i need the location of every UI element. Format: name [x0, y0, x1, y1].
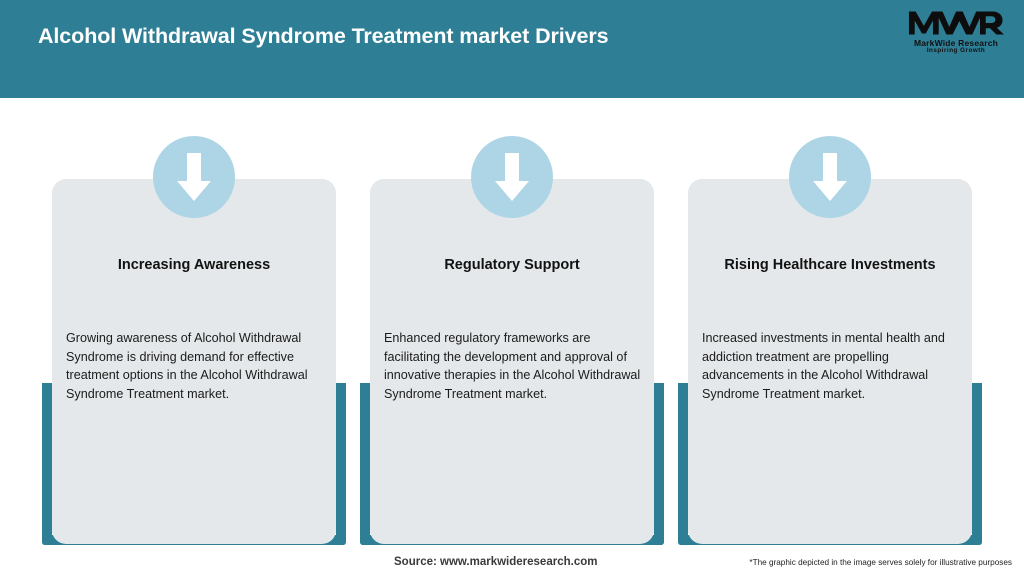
- down-arrow-icon: [813, 153, 847, 201]
- drivers-card-region: Increasing Awareness Growing awareness o…: [0, 98, 1024, 576]
- footer-disclaimer: *The graphic depicted in the image serve…: [749, 558, 1012, 567]
- card-body: Enhanced regulatory frameworks are facil…: [384, 331, 641, 401]
- card-icon-circle: [471, 136, 553, 218]
- brand-name: MarkWide Research: [913, 38, 999, 48]
- card-icon-circle: [153, 136, 235, 218]
- card-body: Growing awareness of Alcohol Withdrawal …: [66, 331, 308, 401]
- driver-card-1[interactable]: Increasing Awareness Growing awareness o…: [42, 98, 362, 548]
- mwr-logo-icon: [908, 11, 1004, 35]
- card-body: Increased investments in mental health a…: [702, 331, 945, 401]
- card-panel: Increasing Awareness Growing awareness o…: [52, 179, 336, 544]
- driver-card-3[interactable]: Rising Healthcare Investments Increased …: [678, 98, 998, 548]
- header-bar: [0, 0, 1024, 98]
- driver-card-2[interactable]: Regulatory Support Enhanced regulatory f…: [360, 98, 680, 548]
- card-title: Rising Healthcare Investments: [724, 257, 936, 273]
- card-title: Regulatory Support: [444, 257, 580, 273]
- footer-source: Source: www.markwideresearch.com: [394, 556, 598, 568]
- brand-logo: MarkWide Research Inspiring Growth: [904, 8, 1008, 60]
- page-title: Alcohol Withdrawal Syndrome Treatment ma…: [38, 24, 609, 48]
- down-arrow-icon: [177, 153, 211, 201]
- brand-tagline: Inspiring Growth: [926, 47, 986, 55]
- card-icon-circle: [789, 136, 871, 218]
- card-panel: Regulatory Support Enhanced regulatory f…: [370, 179, 654, 544]
- down-arrow-icon: [495, 153, 529, 201]
- card-title: Increasing Awareness: [117, 257, 271, 273]
- card-panel: Rising Healthcare Investments Increased …: [688, 179, 972, 544]
